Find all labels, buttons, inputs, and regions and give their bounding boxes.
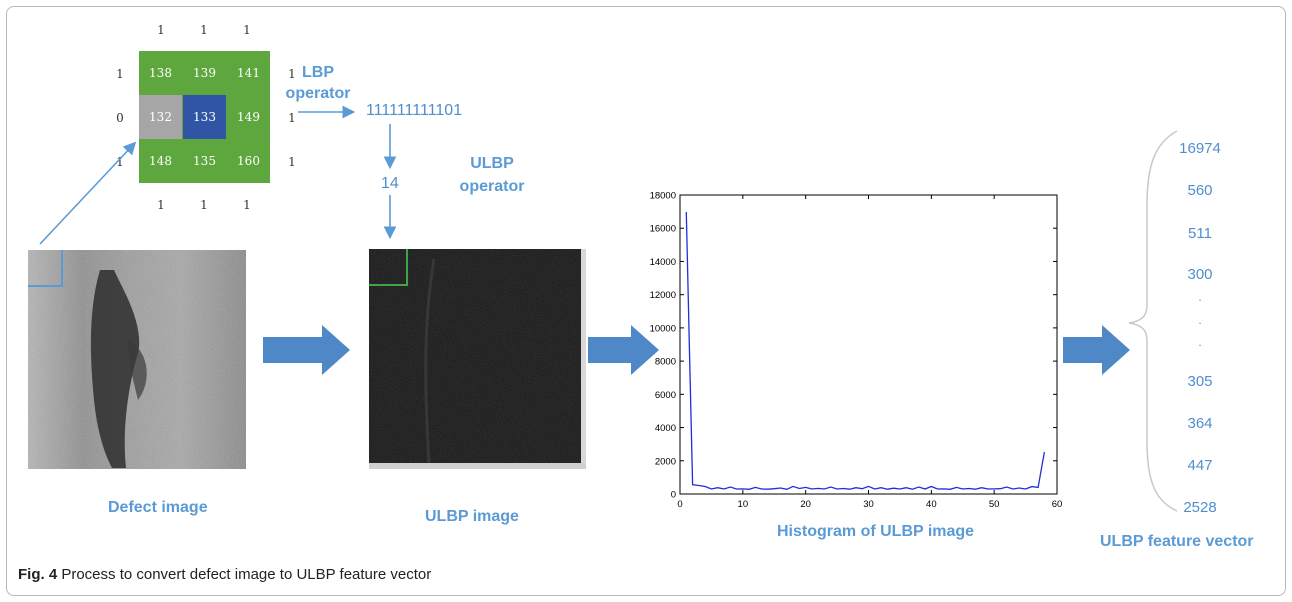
- grid-cell: 135: [193, 154, 216, 168]
- feature-value: 16974: [1179, 140, 1221, 157]
- block-arrow-2: [588, 325, 659, 375]
- x-tick-label: 0: [677, 499, 682, 510]
- ulbp-image: [369, 249, 586, 469]
- grid-bottom-label: 1: [200, 198, 208, 212]
- grid-cell-gray: 132: [139, 95, 182, 139]
- window-highlight: [369, 249, 408, 286]
- decimal-code: 14: [381, 175, 399, 192]
- y-tick-label: 8000: [655, 357, 676, 368]
- y-axis: 0 2000 4000 6000 8000 10000 12000 14000 16000 180…: [650, 191, 1057, 501]
- figure-number: Fig. 4: [18, 566, 58, 583]
- feature-ellipsis-dot: .: [1198, 313, 1202, 327]
- binary-code: 111111111101: [366, 102, 463, 119]
- x-tick-label: 20: [800, 499, 811, 510]
- x-tick-label: 40: [926, 499, 937, 510]
- block-arrow-1: [263, 325, 350, 375]
- x-tick-label: 50: [989, 499, 1000, 510]
- feature-ellipsis-dot: .: [1198, 335, 1202, 349]
- lbp-operator-label: LBP operator: [285, 64, 351, 102]
- grid-left-label: 1: [116, 67, 124, 81]
- feature-vector-label: ULBP feature vector: [1100, 533, 1254, 550]
- plot-area: [679, 194, 1058, 495]
- figure-caption: Fig. 4 Process to convert defect image t…: [18, 566, 431, 583]
- grid-bottom-label: 1: [157, 198, 165, 212]
- caption-text: Process to convert defect image to ULBP …: [57, 566, 432, 583]
- grid-right-label: 1: [288, 155, 296, 169]
- block-arrow-3: [1063, 325, 1130, 375]
- grid-cell: 160: [237, 154, 260, 168]
- feature-ellipsis-dot: .: [1198, 290, 1202, 304]
- window-highlight: [28, 250, 63, 287]
- grid-cell: 139: [193, 66, 216, 80]
- feature-vector-bracket: [1128, 130, 1178, 512]
- grid-top-label: 1: [157, 23, 165, 37]
- grid-cell: 149: [237, 110, 260, 124]
- ulbp-image-label: ULBP image: [425, 508, 519, 525]
- y-tick-label: 16000: [650, 224, 676, 235]
- series-line: [685, 211, 1046, 490]
- grid-bottom-label: 1: [243, 198, 251, 212]
- grid-cell: 148: [149, 154, 172, 168]
- grid-cell: 138: [149, 66, 172, 80]
- ulbp-operator-label: ULBP operator: [459, 155, 525, 195]
- feature-value: 560: [1187, 182, 1213, 199]
- x-tick-label: 60: [1052, 499, 1063, 510]
- histogram-chart: 0 2000 4000 6000 8000 10000 12000 14000 16000 180…: [650, 191, 1063, 511]
- grid-left-label: 1: [116, 155, 124, 169]
- feature-value: 447: [1187, 457, 1213, 474]
- grid-right-label: 1: [288, 67, 296, 81]
- grid-left-label: 0: [116, 111, 124, 125]
- x-axis: 0 10 20 30 40 50 60: [677, 195, 1062, 510]
- feature-value: 300: [1187, 266, 1213, 283]
- grid-top-label: 1: [243, 23, 251, 37]
- defect-image: [28, 250, 246, 469]
- feature-value: 364: [1187, 415, 1213, 432]
- feature-value: 305: [1187, 373, 1213, 390]
- y-tick-label: 10000: [650, 323, 676, 334]
- y-tick-label: 12000: [650, 290, 676, 301]
- grid-cell-center: 133: [183, 95, 226, 139]
- feature-value: 2528: [1183, 499, 1217, 516]
- y-tick-label: 6000: [655, 390, 676, 401]
- x-tick-label: 10: [738, 499, 749, 510]
- defect-image-label: Defect image: [108, 499, 208, 516]
- x-tick-label: 30: [863, 499, 874, 510]
- grid-cell: 141: [237, 66, 260, 80]
- histogram-label: Histogram of ULBP image: [777, 523, 975, 540]
- y-tick-label: 2000: [655, 456, 676, 467]
- grid-right-label: 1: [288, 111, 296, 125]
- y-tick-label: 4000: [655, 423, 676, 434]
- y-tick-label: 0: [671, 490, 676, 501]
- pixel-neighborhood-grid: 138 139 141 132 133 149 148 135 160: [139, 51, 270, 183]
- feature-value: 511: [1188, 225, 1212, 242]
- grid-top-label: 1: [200, 23, 208, 37]
- defect-region: [90, 270, 140, 468]
- y-tick-label: 14000: [650, 257, 676, 268]
- arrow-to-grid: [39, 141, 137, 245]
- y-tick-label: 18000: [650, 191, 676, 202]
